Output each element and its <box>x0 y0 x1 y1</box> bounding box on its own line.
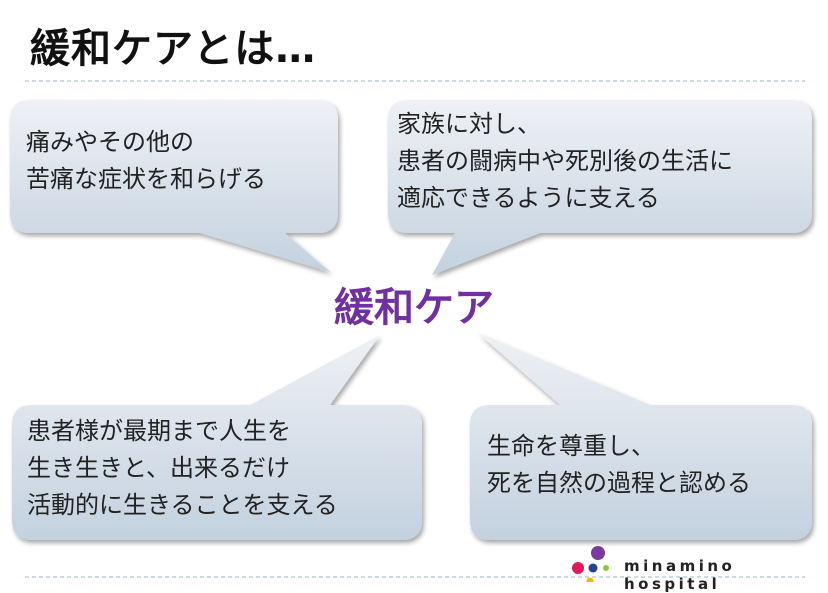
text-line: 家族に対し、 <box>397 110 541 138</box>
center-label: 緩和ケア <box>334 285 494 331</box>
bubble-3-text: 患者様が最期まで人生を 生き生きと、出来るだけ 活動的に生きることを支える <box>27 413 338 524</box>
text-line: 適応できるように支える <box>397 184 660 212</box>
text-line: 死を自然の過程と認める <box>487 469 751 497</box>
speech-bubble-2 <box>388 100 812 275</box>
bubble-1-text: 痛みやその他の 苦痛な症状を和らげる <box>26 124 266 198</box>
text-line: 活動的に生きることを支える <box>27 491 338 519</box>
text-line: 患者様が最期まで人生を <box>27 417 291 445</box>
speech-bubble-1 <box>10 100 338 272</box>
text-line: 患者の闘病中や死別後の生活に <box>397 147 733 175</box>
text-line: 生き生きと、出来るだけ <box>27 454 291 482</box>
text-line: 痛みやその他の <box>26 128 194 156</box>
bubble-2-text: 家族に対し、 患者の闘病中や死別後の生活に 適応できるように支える <box>397 106 733 217</box>
bubble-4-text: 生命を尊重し、 死を自然の過程と認める <box>487 428 751 502</box>
text-line: 苦痛な症状を和らげる <box>26 165 266 193</box>
page-title: 緩和ケアとは… <box>30 26 317 72</box>
hospital-logo-mark <box>572 546 609 582</box>
text-line: 生命を尊重し、 <box>487 432 655 460</box>
hospital-logo-text: minamino hospital <box>624 557 736 593</box>
speech-bubble-4 <box>470 333 812 540</box>
speech-bubble-3 <box>12 335 422 540</box>
